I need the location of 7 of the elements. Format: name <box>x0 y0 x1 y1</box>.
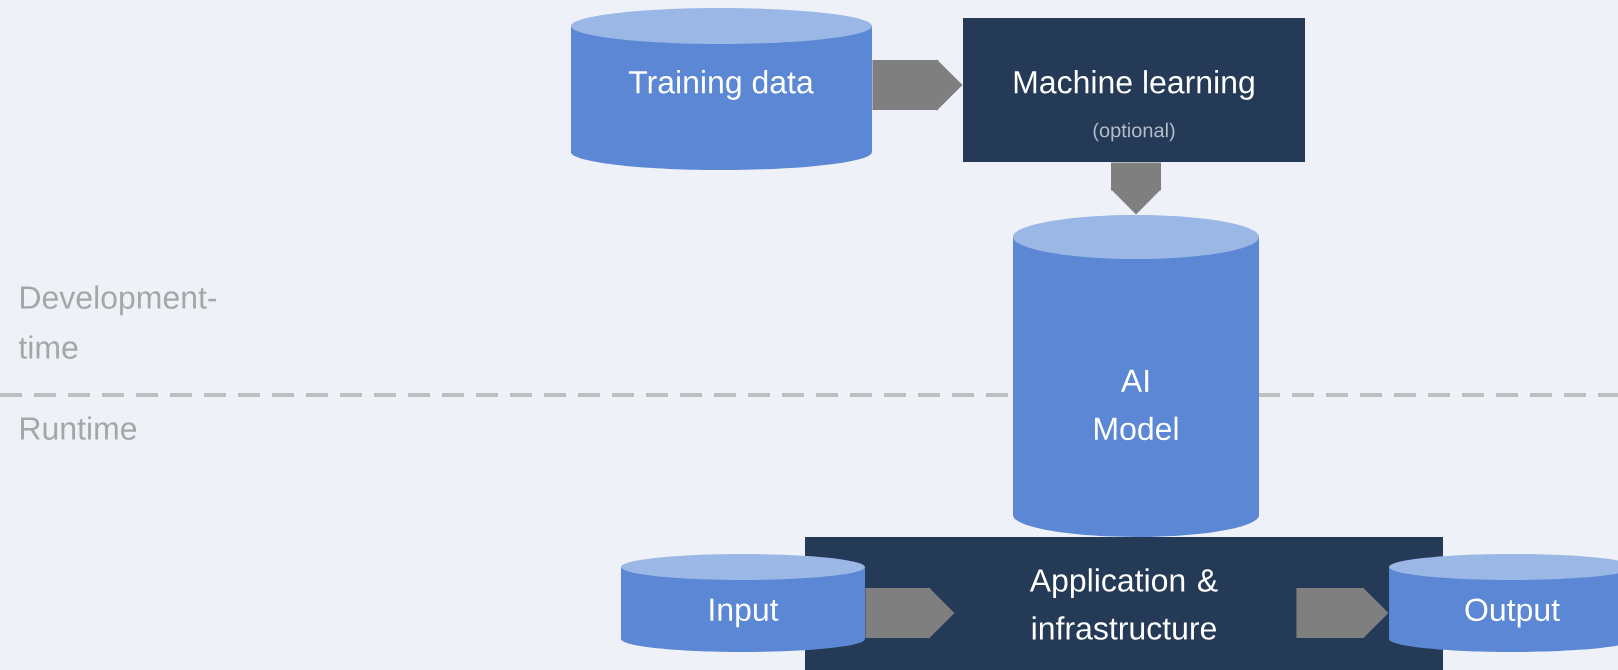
cylinder: Output <box>1389 554 1618 652</box>
section-label: Runtime <box>21 416 137 440</box>
cylinder: Training data <box>571 8 872 170</box>
section-label: Development-time <box>18 285 217 359</box>
cylinder: AI Model <box>1013 215 1259 537</box>
process-box: Machine learning (optional) <box>963 18 1305 162</box>
cylinder: Input <box>621 554 865 652</box>
